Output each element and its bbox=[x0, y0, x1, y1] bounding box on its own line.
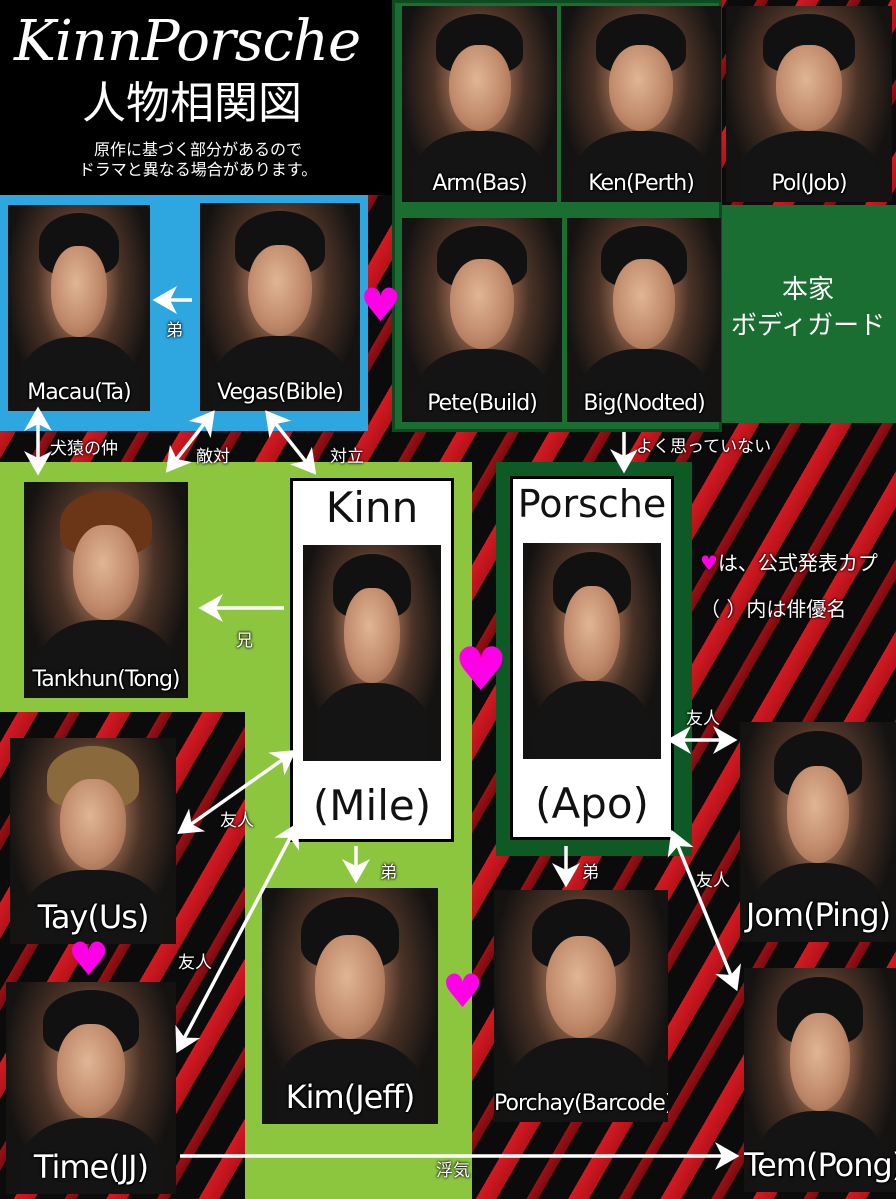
character-card-macau: Macau(Ta) bbox=[8, 205, 150, 411]
character-label-time: Time(JJ) bbox=[33, 1148, 149, 1186]
character-label-big: Big(Nodted) bbox=[583, 391, 705, 416]
disclaimer-note: 原作に基づく部分があるので ドラマと異なる場合があります。 bbox=[18, 140, 378, 180]
lead-card-porsche: Porsche (Apo) bbox=[510, 476, 674, 840]
lead-name-kinn: Kinn bbox=[325, 483, 419, 532]
legend-line-1: ♥は、公式発表カプ bbox=[700, 540, 896, 586]
bodyguard-group-label-text: 本家 ボディガード bbox=[730, 275, 886, 341]
character-label-jom: Jom(Ping) bbox=[745, 896, 891, 934]
legend-heart-icon: ♥ bbox=[700, 551, 718, 575]
character-label-pol: Pol(Job) bbox=[771, 171, 847, 196]
relation-label-kinn-tankhun: 兄 bbox=[236, 631, 253, 651]
character-card-porchay: Porchay(Barcode) bbox=[494, 890, 668, 1122]
bodyguard-label-panel bbox=[722, 205, 896, 423]
character-card-pol: Pol(Job) bbox=[726, 6, 892, 202]
character-card-arm: Arm(Bas) bbox=[402, 6, 557, 202]
character-card-vegas: Vegas(Bible) bbox=[200, 203, 360, 411]
character-label-kim: Kim(Jeff) bbox=[285, 1078, 416, 1116]
legend-text-1: は、公式発表カプ bbox=[717, 551, 878, 575]
character-label-arm: Arm(Bas) bbox=[432, 171, 527, 196]
relation-label-vegas-kinn: 対立 bbox=[330, 447, 364, 467]
lead-actor-kinn: (Mile) bbox=[312, 781, 432, 830]
character-card-tankhun: Tankhun(Tong) bbox=[24, 482, 188, 698]
relation-label-time-tem: 浮気 bbox=[436, 1161, 470, 1181]
character-card-time: Time(JJ) bbox=[6, 982, 176, 1194]
title-panel: KinnPorsche 人物相関図 原作に基づく部分があるので ドラマと異なる場… bbox=[0, 0, 392, 195]
character-card-big: Big(Nodted) bbox=[567, 218, 721, 422]
relation-label-porsche-jom: 友人 bbox=[686, 709, 720, 729]
character-label-pete: Pete(Build) bbox=[427, 391, 538, 416]
character-label-macau: Macau(Ta) bbox=[27, 380, 131, 405]
legend: ♥は、公式発表カプ （ ）内は俳優名 bbox=[700, 540, 896, 632]
character-label-tay: Tay(Us) bbox=[37, 898, 150, 936]
character-card-tay: Tay(Us) bbox=[10, 738, 176, 944]
legend-text-2: （ ）内は俳優名 bbox=[700, 597, 847, 621]
character-label-porchay: Porchay(Barcode) bbox=[494, 1091, 668, 1116]
relation-label-kinn-tay: 友人 bbox=[220, 811, 254, 831]
page-subtitle: 人物相関図 bbox=[82, 78, 302, 129]
character-label-tem: Tem(Pong) bbox=[744, 1146, 896, 1184]
relation-label-kinn-kim: 弟 bbox=[380, 863, 397, 883]
character-card-kim: Kim(Jeff) bbox=[262, 888, 438, 1124]
character-card-ken: Ken(Perth) bbox=[561, 6, 721, 202]
lead-actor-porsche: (Apo) bbox=[535, 779, 649, 828]
character-card-tem: Tem(Pong) bbox=[744, 968, 896, 1192]
character-label-vegas: Vegas(Bible) bbox=[217, 380, 344, 405]
relation-label-porsche-tem: 友人 bbox=[696, 871, 730, 891]
relation-label-porsche-porchay: 弟 bbox=[582, 863, 599, 883]
character-card-jom: Jom(Ping) bbox=[740, 722, 896, 942]
relation-label-vegas-macau: 弟 bbox=[166, 321, 183, 341]
relation-label-kinn-time: 友人 bbox=[178, 953, 212, 973]
bodyguard-group-label: 本家 ボディガード bbox=[730, 272, 886, 344]
relation-label-macau-tankhun: 犬猿の仲 bbox=[50, 439, 118, 459]
character-label-tankhun: Tankhun(Tong) bbox=[32, 667, 180, 692]
relation-label-bodyguards-porsche: よく思っていない bbox=[636, 437, 772, 457]
disclaimer-line-1: 原作に基づく部分があるので bbox=[93, 140, 302, 159]
lead-card-kinn: Kinn (Mile) bbox=[290, 478, 454, 842]
character-card-pete: Pete(Build) bbox=[402, 218, 562, 422]
relation-label-vegas-tankhun: 敵対 bbox=[196, 447, 230, 467]
lead-name-porsche: Porsche bbox=[517, 482, 667, 526]
disclaimer-line-2: ドラマと異なる場合があります。 bbox=[78, 160, 318, 179]
page-title: KinnPorsche bbox=[14, 9, 361, 74]
character-label-ken: Ken(Perth) bbox=[588, 171, 695, 196]
